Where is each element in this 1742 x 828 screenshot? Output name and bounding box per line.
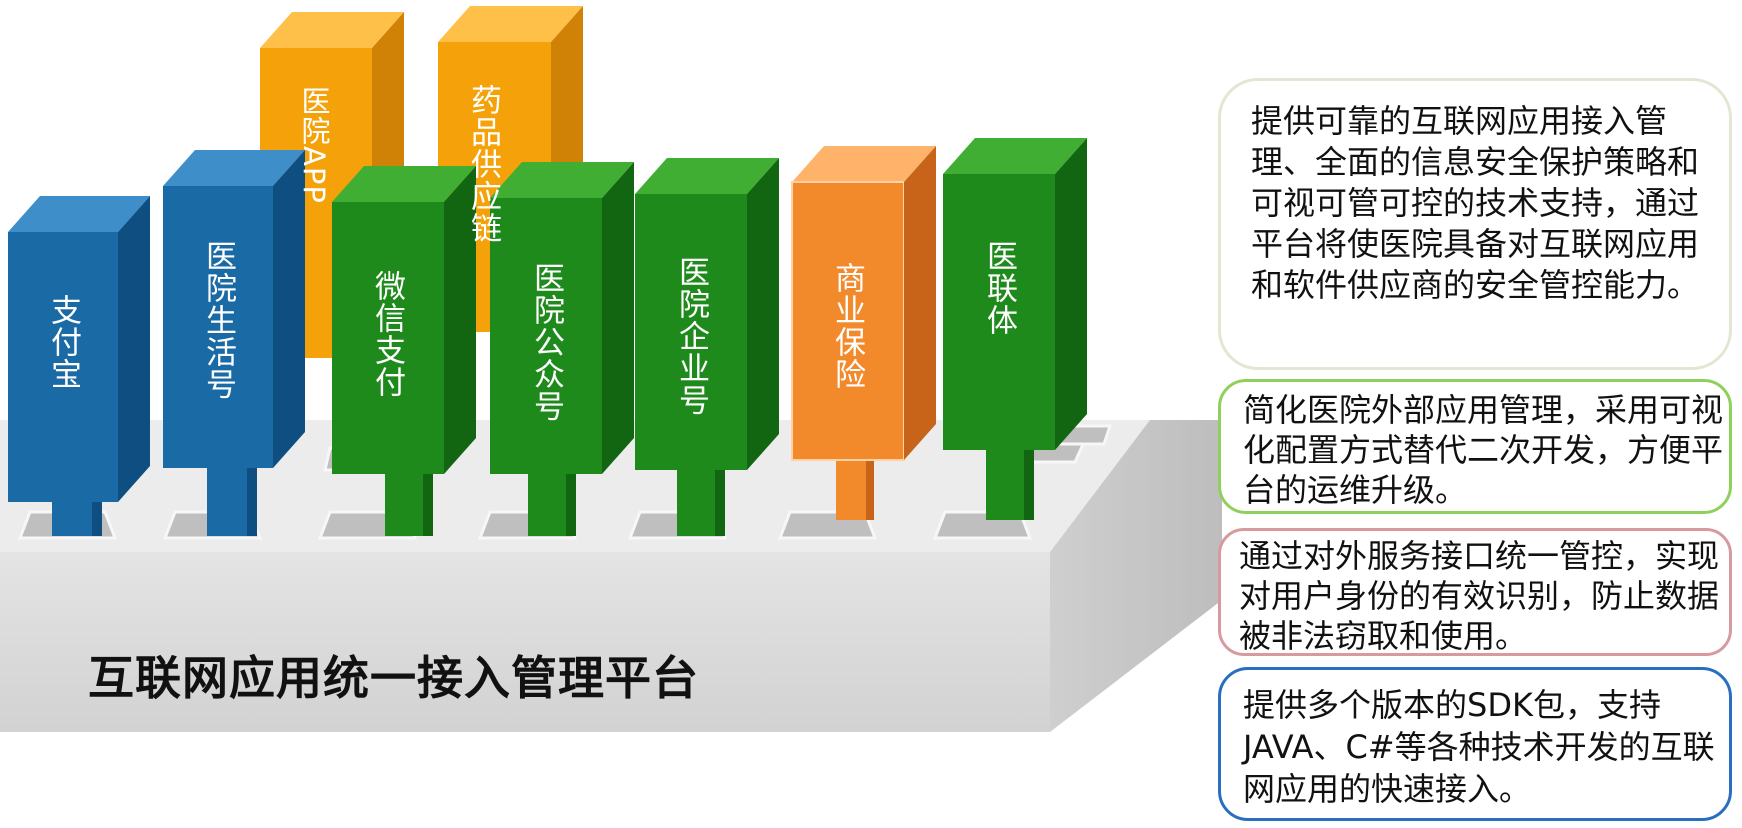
pillar-alipay [8,196,150,536]
pillar-wechat-pay [332,166,476,536]
platform-side [1050,420,1222,732]
pillar-label-drug-supply: 药品供应链 [465,84,501,244]
description-box-identity: 通过对外服务接口统一管控，实现对用户身份的有效识别，防止数据被非法窃取和使用。 [1218,528,1732,656]
pillar-hospital-official [490,162,634,536]
pillar-label-alipay: 支付宝 [45,294,81,390]
pillar-medical-consortium [943,138,1087,520]
pillar-label-hospital-enterprise: 医院企业号 [673,256,709,416]
pillar-hospital-life [163,150,305,536]
pillar-label-hospital-life: 医院生活号 [200,240,236,400]
pillar-label-medical-consortium: 医联体 [981,240,1017,336]
pillar-label-commercial-insurance: 商业保险 [829,262,865,390]
description-box-security: 提供可靠的互联网应用接入管理、全面的信息安全保护策略和可视可管可控的技术支持，通… [1218,78,1732,370]
pillar-label-hospital-app: 医院APP [297,86,331,204]
platform-title: 互联网应用统一接入管理平台 [88,651,699,705]
platform-front [0,552,1050,732]
pillar-label-wechat-pay: 微信支付 [369,270,405,398]
pillar-hospital-enterprise [635,158,779,536]
description-box-simplify: 简化医院外部应用管理，采用可视化配置方式替代二次开发，方便平台的运维升级。 [1218,379,1732,514]
description-box-sdk: 提供多个版本的SDK包，支持JAVA、C#等各种技术开发的互联网应用的快速接入。 [1218,667,1732,821]
pillar-commercial-insurance [791,146,936,520]
pillar-label-hospital-official: 医院公众号 [528,262,564,422]
